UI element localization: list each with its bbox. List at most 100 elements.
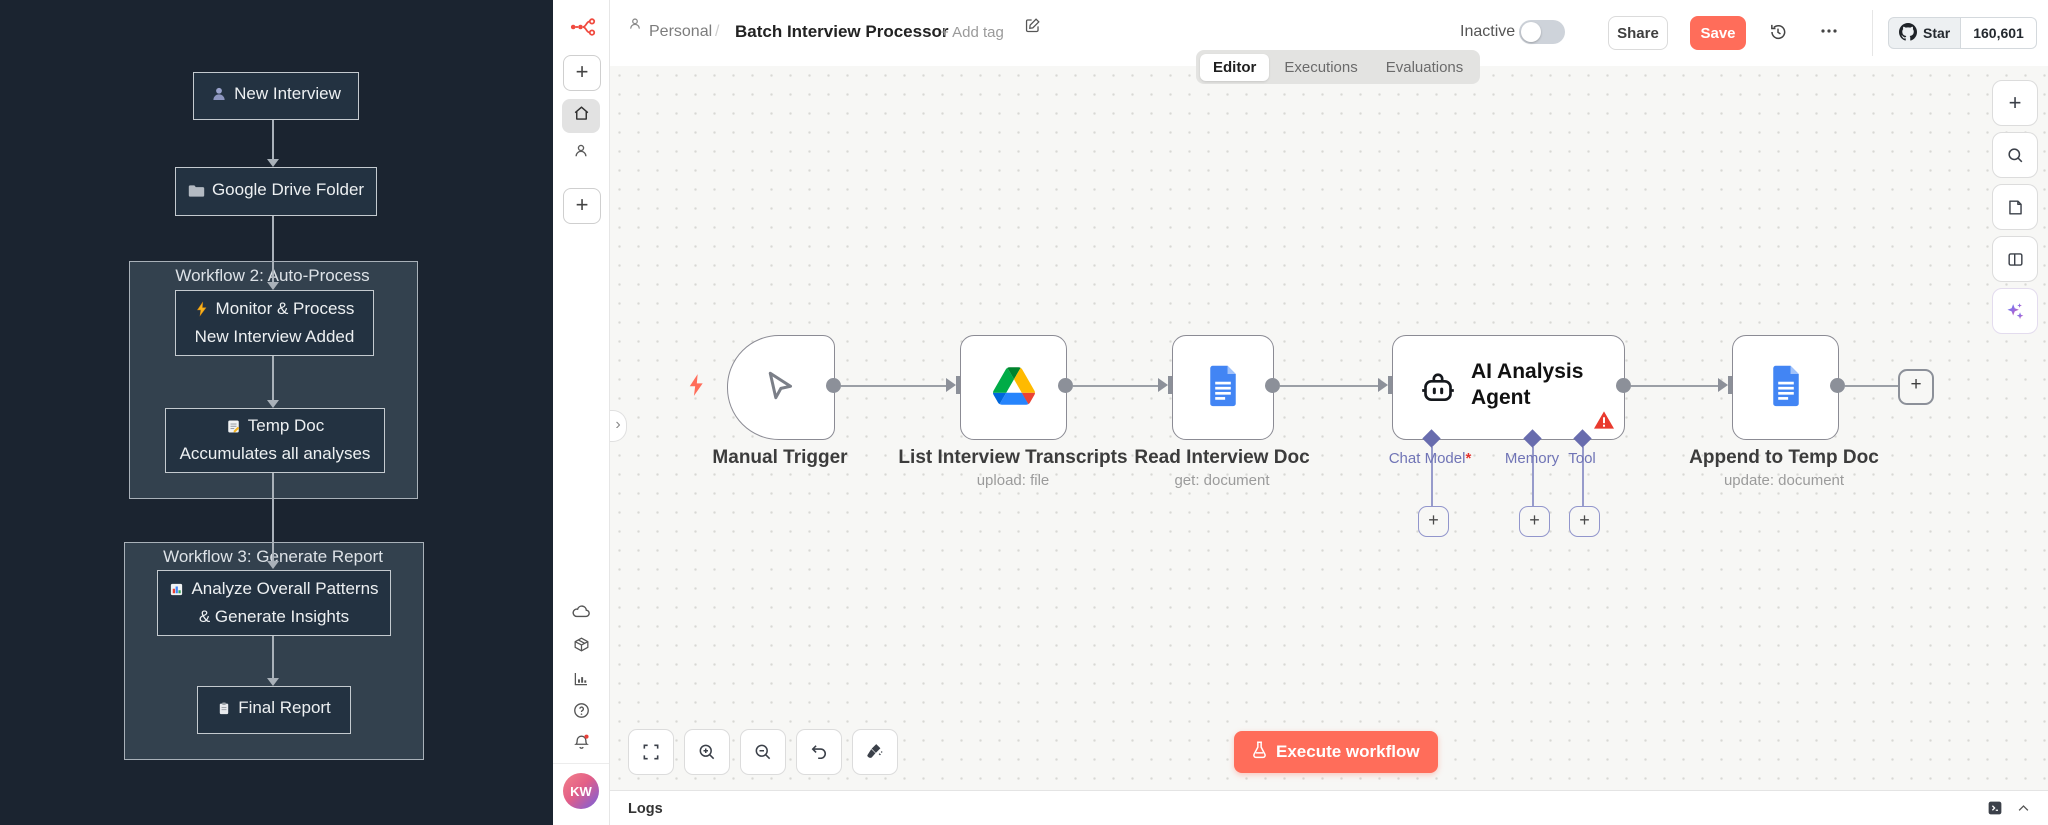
diagram-arrowhead xyxy=(267,159,279,167)
zoom-to-fit-button[interactable] xyxy=(628,729,674,775)
port-line xyxy=(1532,447,1534,508)
open-logs-panel-icon[interactable] xyxy=(1986,799,2004,822)
node-label: Manual Trigger xyxy=(712,447,848,468)
more-options-icon[interactable] xyxy=(1820,24,1838,43)
cloud-icon xyxy=(571,603,591,624)
add-tool-button[interactable]: + xyxy=(1569,506,1600,537)
avatar[interactable]: KW xyxy=(563,773,599,809)
warning-icon xyxy=(1593,410,1615,435)
output-port[interactable] xyxy=(1616,378,1631,393)
port-label-memory: Memory xyxy=(1504,450,1560,467)
node-subtitle: update: document xyxy=(1723,472,1845,489)
tab-evaluations[interactable]: Evaluations xyxy=(1385,58,1464,76)
sidebar-collapse-chevron[interactable]: › xyxy=(610,410,627,442)
github-star-count[interactable]: 160,601 xyxy=(1961,17,2037,49)
add-memory-button[interactable]: + xyxy=(1519,506,1550,537)
bar-chart-icon xyxy=(169,580,184,605)
input-port xyxy=(1378,378,1388,392)
sticky-note-button[interactable] xyxy=(1992,184,2038,230)
diagram-box-analyze-patterns: Analyze Overall Patterns & Generate Insi… xyxy=(157,570,391,636)
input-port xyxy=(1158,378,1168,392)
node-manual-trigger[interactable] xyxy=(727,335,835,440)
sidebar-item-personal[interactable] xyxy=(562,138,600,168)
connection-line[interactable] xyxy=(1073,385,1158,387)
expand-logs-chevron[interactable] xyxy=(2016,801,2031,821)
sidebar-item-insights[interactable] xyxy=(562,666,600,696)
tab-executions[interactable]: Executions xyxy=(1284,58,1358,76)
bell-icon xyxy=(572,733,591,757)
share-button[interactable]: Share xyxy=(1608,16,1668,50)
sidebar-item-cloud[interactable] xyxy=(562,598,600,628)
required-asterisk: * xyxy=(1465,450,1472,467)
add-workflow-button[interactable]: + xyxy=(563,55,601,91)
tab-editor[interactable]: Editor xyxy=(1200,53,1270,81)
connection-line[interactable] xyxy=(1631,385,1718,387)
toggle-knob xyxy=(1521,22,1541,42)
reference-diagram-panel: Workflow 2: Auto-Process Workflow 3: Gen… xyxy=(0,0,553,825)
google-docs-icon xyxy=(1206,364,1240,413)
node-append-doc[interactable] xyxy=(1732,335,1839,440)
connection-line[interactable] xyxy=(1280,385,1378,387)
history-icon[interactable] xyxy=(1768,22,1788,47)
folder-icon xyxy=(188,181,205,206)
output-port[interactable] xyxy=(1058,378,1073,393)
workflow-canvas[interactable]: › Manual Trigger List Interview Transcri… xyxy=(610,66,2048,790)
diagram-connector xyxy=(272,214,274,284)
connection-line[interactable] xyxy=(841,385,946,387)
output-port[interactable] xyxy=(826,378,841,393)
add-node-button[interactable]: + xyxy=(1992,80,2038,126)
agent-node-title: AI Analysis Agent xyxy=(1471,360,1584,410)
tidy-up-button[interactable] xyxy=(852,729,898,775)
header-divider xyxy=(1872,10,1873,56)
add-tag-button[interactable]: + Add tag xyxy=(940,24,1004,41)
logs-panel-header[interactable]: Logs xyxy=(610,790,2048,825)
execute-workflow-button[interactable]: Execute workflow xyxy=(1234,731,1438,773)
sidebar-item-templates[interactable] xyxy=(562,632,600,662)
view-tabs: Editor Executions Evaluations xyxy=(1196,50,1481,84)
node-label: Read Interview Doc xyxy=(1134,447,1310,468)
input-port-bar xyxy=(956,376,960,394)
output-port[interactable] xyxy=(1265,378,1280,393)
trigger-bolt-icon xyxy=(686,372,706,403)
search-button[interactable] xyxy=(1992,132,2038,178)
github-icon xyxy=(1899,22,1917,44)
save-button[interactable]: Save xyxy=(1690,16,1746,50)
ai-assistant-button[interactable] xyxy=(1992,288,2038,334)
add-node-endpoint-button[interactable]: + xyxy=(1898,369,1934,405)
active-toggle[interactable] xyxy=(1519,20,1565,44)
diagram-connector xyxy=(272,354,274,402)
github-star-widget[interactable]: Star 160,601 xyxy=(1888,17,2037,49)
star-label: Star xyxy=(1923,25,1951,41)
add-project-button[interactable]: + xyxy=(563,188,601,224)
workflow-title[interactable]: Batch Interview Processor xyxy=(735,22,949,41)
zoom-out-button[interactable] xyxy=(740,729,786,775)
diagram-connector xyxy=(272,634,274,680)
sidebar-item-help[interactable] xyxy=(562,698,600,728)
output-port[interactable] xyxy=(1830,378,1845,393)
connection-line[interactable] xyxy=(1845,385,1898,387)
clipboard-icon xyxy=(217,699,231,724)
edit-icon[interactable] xyxy=(1024,17,1041,39)
robot-icon xyxy=(1418,368,1458,413)
diagram-box-new-interview: New Interview xyxy=(193,72,359,120)
github-star-button[interactable]: Star xyxy=(1888,17,1962,49)
layout-panel-button[interactable] xyxy=(1992,236,2038,282)
flask-icon xyxy=(1252,740,1267,764)
breadcrumb-workspace[interactable]: Personal xyxy=(649,23,713,40)
diagram-connector xyxy=(272,471,274,563)
node-ai-agent[interactable]: AI Analysis Agent xyxy=(1392,335,1625,440)
node-subtitle: upload: file xyxy=(976,472,1050,489)
person-icon xyxy=(627,16,643,37)
sidebar-item-notifications[interactable] xyxy=(562,730,600,760)
add-chat-model-button[interactable]: + xyxy=(1418,506,1449,537)
node-read-doc[interactable] xyxy=(1172,335,1274,440)
diagram-box-final-report: Final Report xyxy=(197,686,351,734)
sidebar-item-home[interactable] xyxy=(562,99,600,133)
zoom-in-button[interactable] xyxy=(684,729,730,775)
cursor-icon xyxy=(762,368,798,409)
node-list-transcripts[interactable] xyxy=(960,335,1067,440)
port-label-chat-model: Chat Model* xyxy=(1388,450,1472,467)
input-port-bar xyxy=(1388,376,1392,394)
undo-button[interactable] xyxy=(796,729,842,775)
